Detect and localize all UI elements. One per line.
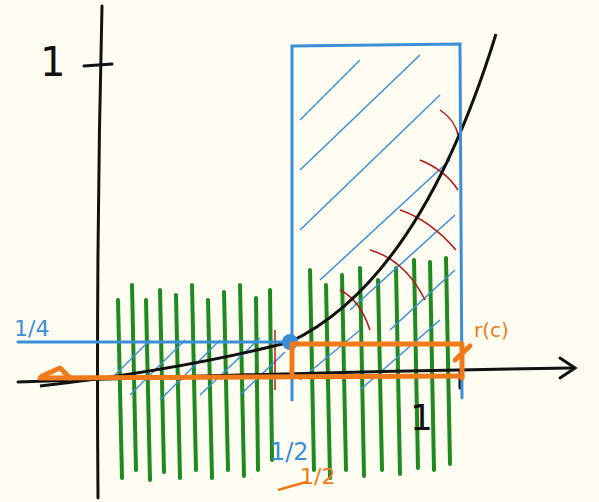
blue-hatching (110, 55, 455, 400)
red-hatching (180, 110, 458, 390)
orange-rectangle (40, 344, 470, 378)
fraction-label: 1/2 (300, 466, 335, 488)
blue-rectangle (18, 44, 462, 400)
axis-tick-label: 1 (40, 42, 65, 82)
axes (18, 6, 575, 498)
parabola-curve (40, 34, 496, 386)
fraction-label: 1/4 (14, 318, 49, 340)
axis-tick-label: 1 (410, 400, 433, 436)
function-label: r(c) (474, 320, 509, 340)
fraction-label: 1/2 (270, 440, 309, 464)
